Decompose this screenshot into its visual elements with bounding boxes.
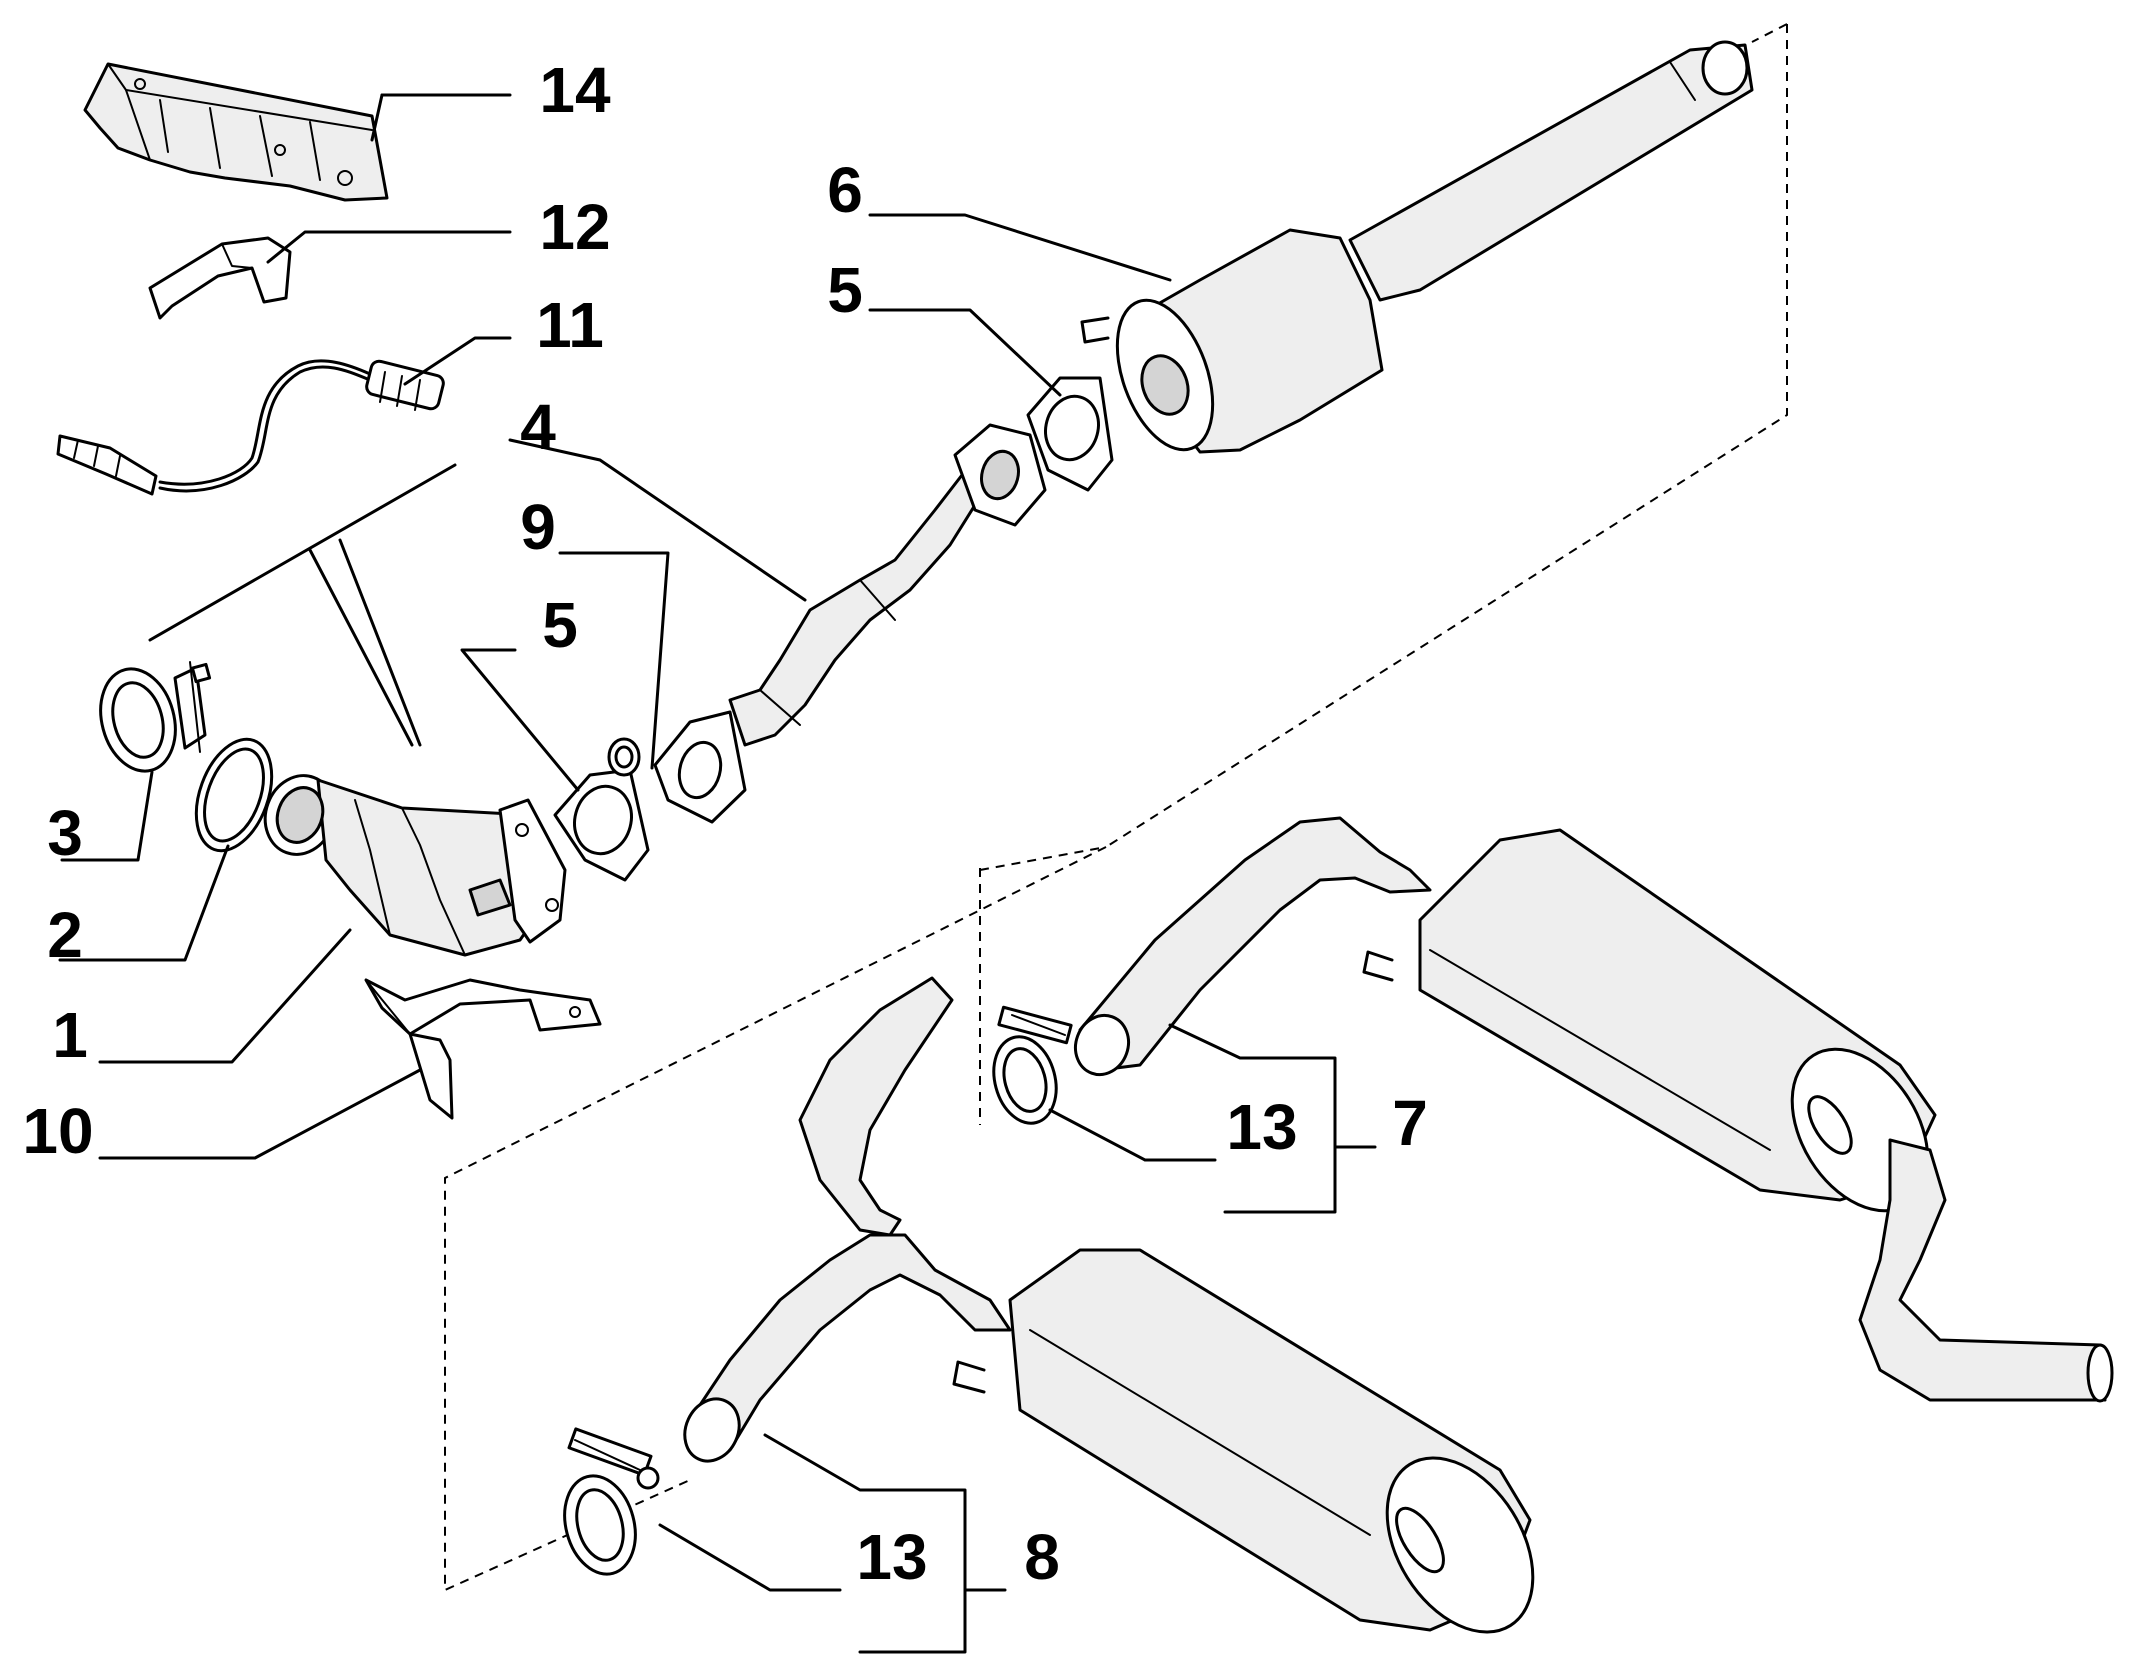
label-12: 12 [539,191,610,263]
leader-10 [98,1068,422,1160]
leader-4 [508,438,807,602]
label-14: 14 [539,54,611,126]
leader-lines [58,93,1377,1654]
leader-8-bracket [763,1433,967,1654]
leader-12 [266,230,512,264]
label-2: 2 [47,899,83,971]
label-6: 6 [827,154,863,226]
gasket-5-upper-part [1026,376,1114,492]
clamp-13-lower-part [563,1427,660,1576]
heat-shield-part [83,62,389,202]
label-1: 1 [52,999,88,1071]
leader-13-lower [658,1523,842,1592]
leader-5-lower [460,648,580,792]
label-8: 8 [1024,1521,1060,1593]
label-3: 3 [47,797,83,869]
leader-3 [60,770,154,862]
converge-lines [148,463,457,747]
label-5-lower: 5 [542,589,578,661]
front-pipe-part [653,423,1047,824]
leader-5-upper [868,308,1062,397]
nut-9-part [607,737,641,777]
rear-muffler-7-part [1074,816,2114,1403]
clamp-13-upper-part [992,1005,1073,1125]
leader-2 [58,844,230,962]
bracket-12-part [148,236,292,320]
gasket-5-lower-part [553,768,650,882]
label-10: 10 [22,1095,93,1167]
gasket-ring-2-part [194,737,274,853]
catalytic-converter-part [263,774,567,957]
middle-muffler-8-part [683,976,1535,1634]
clamp-3-part [99,661,212,773]
label-4: 4 [520,391,556,463]
label-7: 7 [1392,1087,1428,1159]
label-5-upper: 5 [827,254,863,326]
label-11: 11 [536,289,604,361]
bracket-10-part [364,978,602,1120]
label-9: 9 [520,491,556,563]
leader-1 [98,928,352,1064]
leader-7-bracket [1168,1023,1337,1214]
leader-6 [868,213,1172,282]
callout-labels: 14 12 11 4 9 5 6 5 3 2 1 10 13 7 13 8 [22,54,1427,1593]
leader-14-diag [370,93,384,142]
leader-11 [403,336,512,386]
leader-13-upper [1048,1108,1217,1162]
oxygen-sensor-part [56,359,445,496]
label-13-lower: 13 [856,1521,927,1593]
particulate-filter-part [1080,40,1754,454]
leader-9 [558,551,670,770]
label-13-upper: 13 [1226,1091,1297,1163]
